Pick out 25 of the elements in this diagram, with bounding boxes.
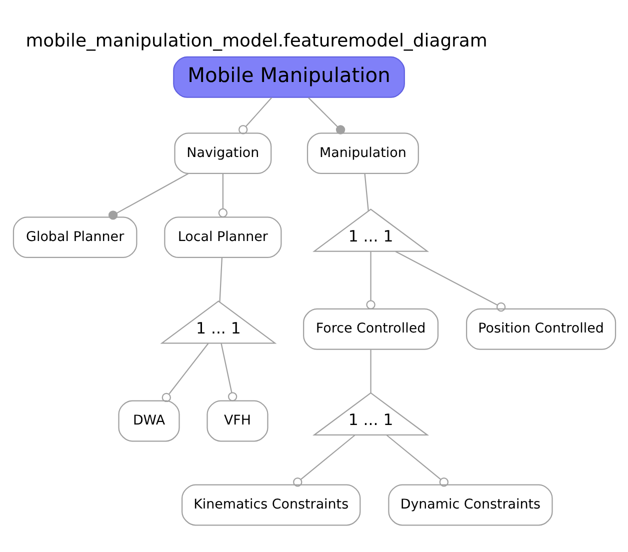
connector xyxy=(394,250,506,312)
connector xyxy=(370,349,371,392)
node-box: DWA xyxy=(118,400,180,442)
node-box: Force Controlled xyxy=(302,308,438,350)
node-box: Global Planner xyxy=(12,216,137,258)
connector xyxy=(220,342,237,401)
connector xyxy=(308,96,345,134)
node-box: Mobile Manipulation xyxy=(172,56,404,98)
node-box: Local Planner xyxy=(164,216,282,258)
node-box: VFH xyxy=(206,400,268,442)
connector xyxy=(218,257,222,302)
connector xyxy=(292,434,355,486)
node-box: Manipulation xyxy=(306,132,418,174)
node-box: Navigation xyxy=(174,132,272,174)
connector xyxy=(364,173,368,211)
connector xyxy=(218,173,228,217)
node-box: Dynamic Constraints xyxy=(388,484,552,526)
connector xyxy=(238,96,272,134)
node-box: Kinematics Constraints xyxy=(181,484,360,526)
diagram-title: mobile_manipulation_model.featuremodel_diagram xyxy=(25,30,487,52)
connector xyxy=(386,434,448,486)
node-box: Position Controlled xyxy=(466,308,616,350)
connector xyxy=(108,172,188,220)
connector xyxy=(161,342,208,402)
connector xyxy=(366,251,375,309)
